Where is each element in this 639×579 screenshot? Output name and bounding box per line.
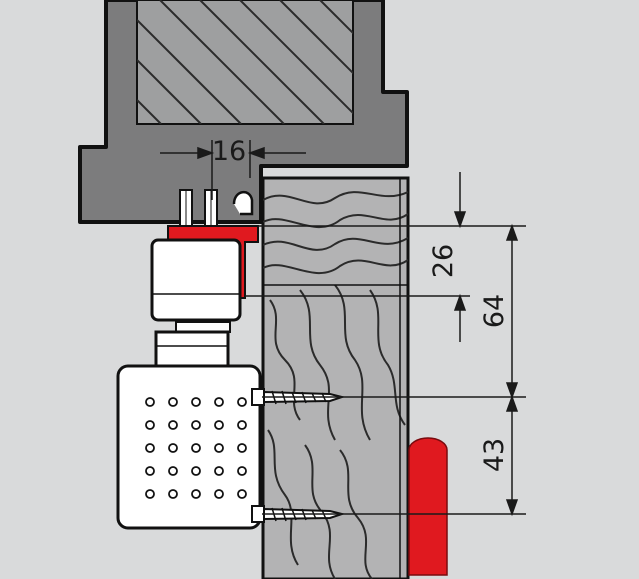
vent-hole <box>168 443 178 453</box>
vent-hole <box>237 420 247 430</box>
dimension-lines <box>160 140 526 517</box>
vent-hole <box>145 466 155 476</box>
dim-64-group <box>505 223 519 400</box>
bolt-right <box>204 189 218 227</box>
vent-hole <box>191 466 201 476</box>
vent-hole <box>214 489 224 499</box>
door-stop-rod <box>408 437 448 576</box>
vent-hole <box>237 466 247 476</box>
door-grain <box>263 191 408 579</box>
frame-wood-block <box>136 0 354 125</box>
vent-hole <box>237 443 247 453</box>
vent-hole-grid <box>145 397 247 499</box>
dim-64-label: 64 <box>479 294 510 328</box>
door-leaf <box>261 176 410 579</box>
vent-hole <box>191 489 201 499</box>
slider-block <box>150 238 242 368</box>
door-closer-body <box>116 364 262 530</box>
vent-hole <box>214 420 224 430</box>
vent-hole <box>168 397 178 407</box>
vent-hole <box>168 420 178 430</box>
dim-16-label: 16 <box>212 136 246 167</box>
vent-hole <box>237 397 247 407</box>
vent-hole <box>237 489 247 499</box>
vent-hole <box>145 489 155 499</box>
vent-hole <box>168 466 178 476</box>
frame-clip <box>232 191 254 216</box>
frame-hatching <box>137 0 353 124</box>
vent-hole <box>191 443 201 453</box>
dim-43-label: 43 <box>479 438 510 472</box>
dim-26-label: 26 <box>428 244 459 278</box>
dim-16-group <box>160 140 306 200</box>
vent-hole <box>145 420 155 430</box>
dim-43-group <box>505 394 519 517</box>
bolt-left <box>179 189 193 227</box>
dim-26-group <box>453 172 467 342</box>
vent-hole <box>191 397 201 407</box>
vent-hole <box>145 397 155 407</box>
vent-hole <box>191 420 201 430</box>
frame-profile <box>78 0 409 224</box>
vent-hole <box>214 397 224 407</box>
vent-hole <box>145 443 155 453</box>
vent-hole <box>168 489 178 499</box>
vent-hole <box>214 443 224 453</box>
vent-hole <box>214 466 224 476</box>
